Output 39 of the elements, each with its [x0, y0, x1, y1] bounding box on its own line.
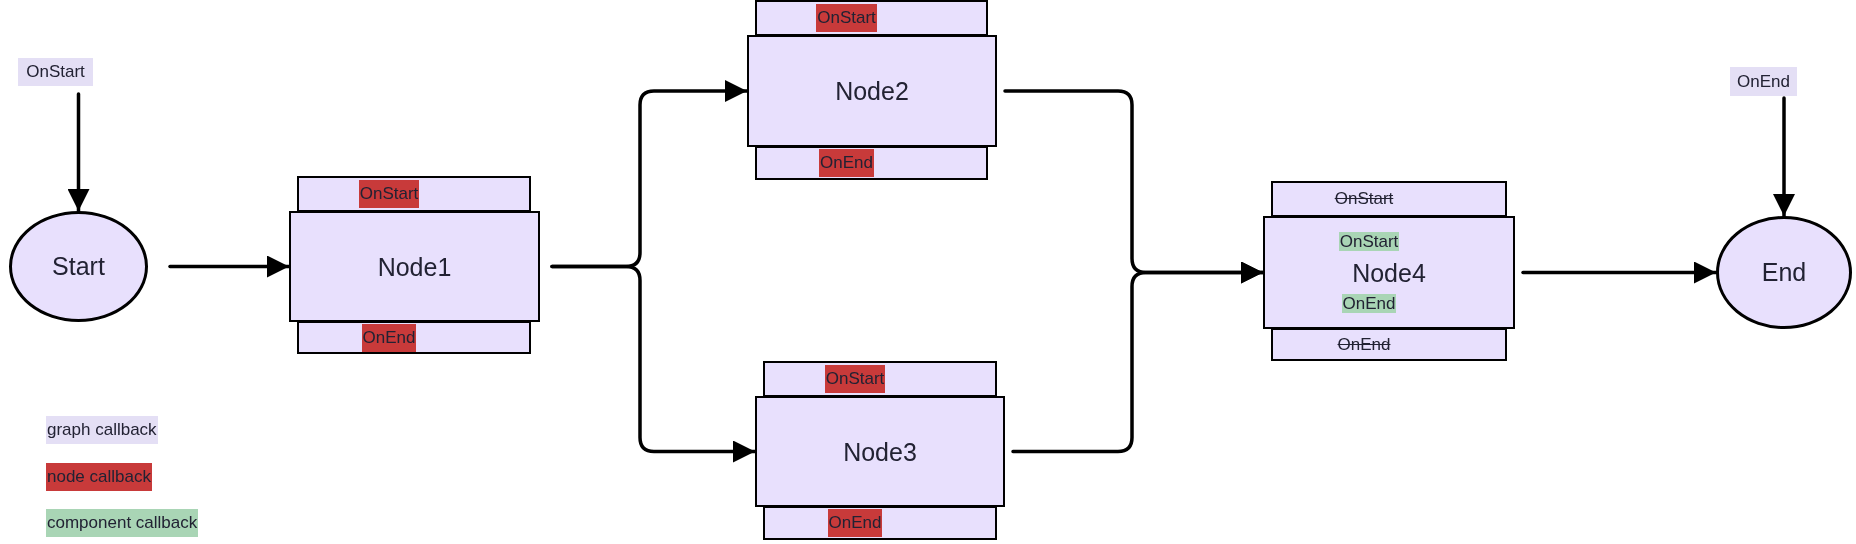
- node-box: [1263, 216, 1515, 329]
- callback-band: [1271, 328, 1507, 361]
- terminal-label: Start: [52, 250, 105, 282]
- arrow: [1521, 261, 1718, 284]
- callback-tag: OnEnd: [361, 323, 417, 352]
- callback-tag: OnEnd: [827, 509, 883, 537]
- terminal-label: End: [1761, 256, 1807, 288]
- node-title: Node1: [377, 251, 452, 283]
- arrow: [168, 255, 291, 278]
- callback-band: [1271, 181, 1507, 217]
- callback-band: [297, 176, 531, 212]
- node-box: [755, 396, 1005, 507]
- legend-item: component callback: [46, 509, 199, 537]
- callback-tag: OnEnd: [1341, 293, 1397, 313]
- arrow: [1011, 261, 1265, 454]
- callback-band: [297, 321, 531, 354]
- callback-tag: OnStart: [1338, 231, 1400, 251]
- arrow: [67, 92, 90, 213]
- callback-tag: OnEnd: [1730, 67, 1797, 96]
- node-title: Node3: [843, 436, 917, 468]
- node-title: Node4: [1352, 257, 1426, 289]
- node-box: [747, 35, 997, 147]
- callback-band: [763, 361, 997, 397]
- node-title: Node2: [835, 76, 909, 107]
- callback-tag: OnStart: [816, 4, 877, 32]
- legend-item: graph callback: [46, 416, 158, 444]
- callback-tag: OnStart: [1333, 185, 1395, 213]
- arrow: [1773, 96, 1795, 218]
- callback-tag: OnStart: [18, 58, 93, 86]
- callback-tag: OnEnd: [1336, 330, 1392, 359]
- callback-tag: OnStart: [824, 365, 886, 393]
- callback-tag: OnStart: [358, 180, 420, 208]
- arrow: [550, 264, 757, 463]
- callback-band: [755, 146, 988, 180]
- callback-band: [755, 0, 988, 36]
- callback-band: [763, 506, 997, 540]
- node-box: [289, 211, 540, 322]
- legend-item: node callback: [46, 463, 152, 491]
- callback-tag: OnEnd: [819, 149, 874, 177]
